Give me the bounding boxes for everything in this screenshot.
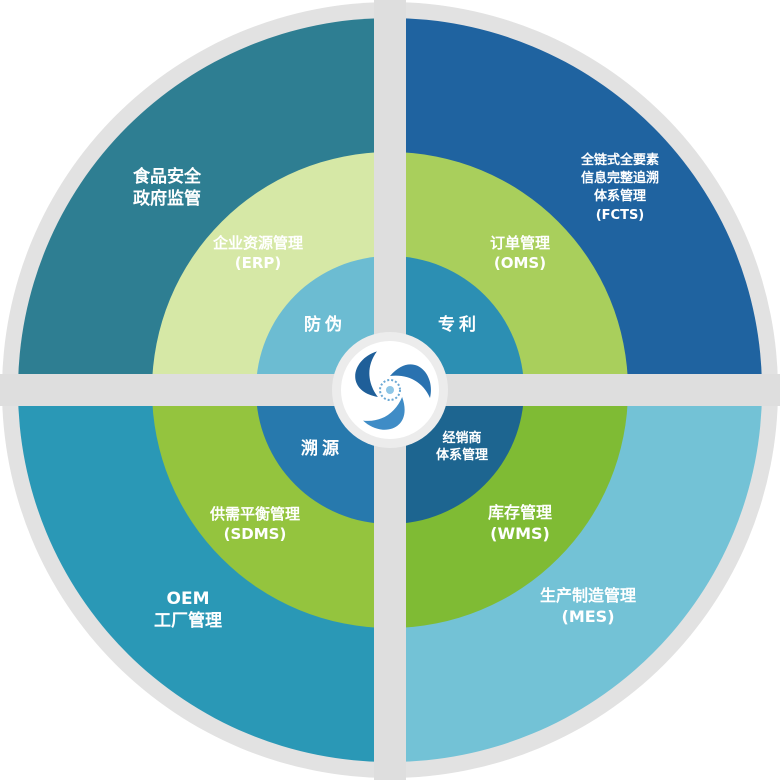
swirl-logo-icon (332, 332, 448, 448)
label-anti-counterfeit: 防伪 (304, 315, 346, 335)
label-mes: 生产制造管理(MES) (539, 586, 636, 626)
label-fcts: 全链式全要素信息完整追溯 体系管理(FCTS) (580, 153, 659, 223)
swirl-blade (355, 351, 378, 397)
label-distributor-system: 经销商体系管理 (435, 431, 488, 463)
label-erp: 企业资源管理(ERP) (212, 234, 303, 272)
label-oms: 订单管理(OMS) (489, 234, 550, 272)
label-patent: 专利 (438, 315, 480, 335)
swirl-blade (390, 364, 431, 398)
label-food-safety-regulation: 食品安全政府监管 (133, 167, 201, 210)
swirl-blade (363, 397, 405, 430)
label-wms: 库存管理(WMS) (487, 503, 552, 543)
label-traceability: 溯源 (301, 439, 343, 459)
label-sdms: 供需平衡管理(SDMS) (209, 505, 300, 543)
